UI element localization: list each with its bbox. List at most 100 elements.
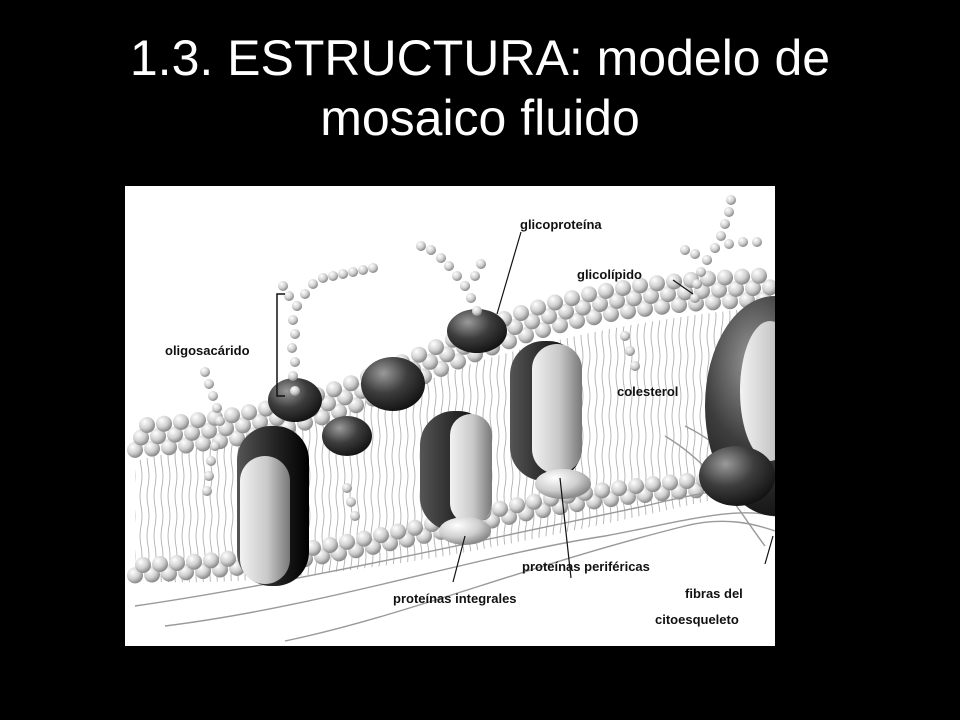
- label-glicolipido: glicolípido: [577, 267, 642, 282]
- sugar-unit: [202, 486, 212, 496]
- sugar-unit: [300, 289, 310, 299]
- lipid-head: [507, 319, 523, 335]
- lipid-head: [509, 497, 525, 514]
- lipid-head: [598, 282, 614, 299]
- lipid-head: [603, 306, 619, 322]
- lipid-head: [390, 523, 406, 540]
- lipid-head: [575, 299, 591, 316]
- glycoprotein-body: [447, 309, 507, 353]
- sugar-unit: [288, 371, 298, 381]
- sugar-unit: [200, 367, 210, 377]
- lipid-head: [649, 275, 665, 292]
- lipid-head: [173, 414, 189, 430]
- sugar-unit: [288, 315, 298, 325]
- lipid-head: [314, 409, 330, 426]
- sugar-unit: [702, 255, 712, 265]
- sugar-unit: [436, 253, 446, 263]
- globular-protein-3: [322, 416, 372, 456]
- sugar-unit: [625, 346, 635, 356]
- lipid-head: [184, 424, 200, 441]
- lipid-head: [224, 407, 240, 424]
- lipid-head: [660, 286, 676, 303]
- lipid-head: [150, 428, 166, 445]
- sugar-unit: [476, 259, 486, 269]
- lipid-head: [127, 441, 143, 458]
- lipid-head: [513, 305, 529, 321]
- lipid-head: [547, 294, 563, 311]
- integral-protein-edge: [699, 296, 775, 516]
- lipid-head: [326, 381, 342, 398]
- lipid-head: [662, 474, 678, 491]
- lipid-head: [220, 550, 236, 567]
- sugar-unit: [204, 379, 214, 389]
- lipid-head: [339, 533, 355, 550]
- lipid-head: [331, 403, 347, 420]
- sugar-unit: [287, 343, 297, 353]
- integral-protein-left: [237, 426, 309, 586]
- upper-leaflet: [127, 267, 775, 458]
- sugar-unit: [690, 293, 700, 303]
- lipid-head: [526, 493, 542, 510]
- sugar-unit: [692, 279, 702, 289]
- sugar-unit: [358, 265, 368, 275]
- lipid-head: [751, 267, 767, 284]
- sugar-unit: [290, 386, 300, 396]
- lipid-head: [156, 415, 172, 432]
- lipid-head: [677, 284, 693, 301]
- lipid-head: [569, 312, 585, 329]
- title-line-1: 1.3. ESTRUCTURA: modelo de: [129, 30, 831, 86]
- sugar-unit: [278, 281, 288, 291]
- sugar-unit: [696, 267, 706, 277]
- lipid-head: [592, 296, 608, 312]
- lipid-head: [654, 298, 670, 315]
- lipid-head: [722, 293, 738, 310]
- lipid-head: [320, 395, 336, 412]
- lipid-head: [241, 404, 257, 421]
- lipid-head: [235, 417, 251, 434]
- sugar-unit: [716, 231, 726, 241]
- sugar-unit: [680, 245, 690, 255]
- lipid-head: [581, 286, 597, 303]
- lipid-head: [337, 389, 353, 406]
- lipid-head: [322, 537, 338, 553]
- lipid-head: [190, 412, 206, 429]
- title-line-2: mosaico fluido: [320, 90, 640, 146]
- lipid-head: [541, 308, 557, 325]
- lipid-head: [558, 303, 574, 320]
- sugar-unit: [630, 361, 640, 371]
- lipid-head: [178, 437, 194, 454]
- lipid-head: [711, 281, 727, 298]
- lipid-head: [671, 297, 687, 313]
- lipid-head: [492, 500, 508, 517]
- sugar-unit: [720, 219, 730, 229]
- label-fibras-line1: fibras del: [685, 586, 743, 601]
- sugar-unit: [318, 273, 328, 283]
- lipid-head: [679, 473, 695, 489]
- lipid-head: [133, 429, 149, 446]
- sugar-unit: [472, 306, 482, 316]
- lipid-head: [356, 530, 372, 547]
- sugar-unit: [290, 329, 300, 339]
- sugar-unit: [726, 195, 736, 205]
- sugar-unit: [348, 267, 358, 277]
- lipid-head: [530, 299, 546, 316]
- sugar-unit: [210, 441, 220, 451]
- lipid-head: [564, 290, 580, 307]
- lipid-head: [428, 339, 444, 356]
- lipid-head: [343, 375, 359, 392]
- lipid-head: [195, 435, 211, 452]
- sugar-unit: [292, 301, 302, 311]
- lipid-head: [552, 317, 568, 334]
- sugar-unit: [620, 331, 630, 341]
- sugar-unit: [452, 271, 462, 281]
- sugar-unit: [738, 237, 748, 247]
- lipid-head: [139, 417, 155, 433]
- lipid-head: [645, 476, 661, 493]
- sugar-unit: [752, 237, 762, 247]
- lipid-head: [161, 439, 177, 456]
- sugar-unit: [416, 241, 426, 251]
- lipid-head: [144, 440, 160, 457]
- lipid-head: [411, 346, 427, 363]
- sugar-unit: [710, 243, 720, 253]
- sugar-unit: [426, 245, 436, 255]
